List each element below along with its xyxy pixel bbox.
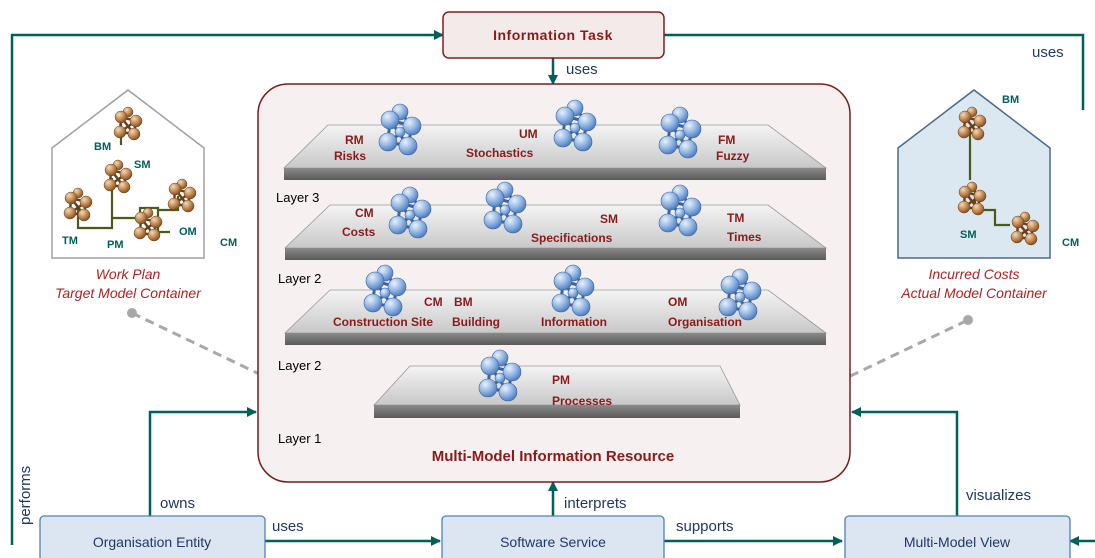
layer-label-2a: Layer 2 (278, 271, 321, 286)
model-labels: RM Risks UM Stochastics FM Fuzzy CM Cost… (333, 127, 762, 408)
label-uses-bottom: uses (272, 518, 304, 535)
left-house-bm: BM (94, 141, 111, 153)
target-model-container[interactable]: BM SM TM PM OM CM Work Plan Target Model… (51, 89, 237, 301)
label-owns: owns (160, 495, 195, 512)
bm-name: Building (452, 315, 500, 329)
information-task-box[interactable]: Information Task (442, 11, 665, 59)
layer-labels: Layer 3 Layer 2 Layer 2 Layer 1 (276, 190, 321, 446)
left-caption-1: Work Plan (96, 266, 161, 282)
left-house-tm: TM (62, 235, 78, 247)
slab-layer-bottom (373, 365, 741, 418)
cm2-abbr: CM (424, 295, 443, 309)
um-name: Stochastics (466, 146, 534, 160)
layer-label-1: Layer 1 (278, 431, 321, 446)
connectors (10, 30, 1095, 546)
label-visualizes: visualizes (966, 487, 1031, 504)
information-task-label: Information Task (493, 27, 613, 43)
right-caption-1: Incurred Costs (928, 266, 1019, 282)
left-caption-2: Target Model Container (55, 285, 202, 301)
label-performs: performs (17, 466, 34, 525)
edge-uses-right (664, 33, 1085, 110)
left-house-pm: PM (107, 239, 124, 251)
fm-abbr: FM (718, 133, 735, 147)
layer-label-3: Layer 3 (276, 190, 319, 205)
left-house-cm: CM (220, 237, 237, 249)
sm-name: Specifications (531, 231, 613, 245)
right-house-bm: BM (1002, 94, 1019, 106)
tm-name: Times (727, 230, 762, 244)
tm-abbr: TM (727, 211, 744, 225)
label-interprets: interprets (564, 495, 627, 512)
om-name: Organisation (668, 315, 742, 329)
slab-layer-third (284, 289, 828, 345)
om-abbr: OM (668, 295, 687, 309)
fm-name: Fuzzy (716, 149, 750, 163)
right-caption-2: Actual Model Container (900, 285, 1048, 301)
right-house-cm: CM (1062, 237, 1079, 249)
left-house-sm: SM (134, 159, 151, 171)
label-supports: supports (676, 518, 734, 535)
software-service-box[interactable]: Software Service (441, 515, 665, 558)
label-uses-task: uses (566, 61, 598, 78)
pm-name: Processes (552, 394, 612, 408)
um-abbr: UM (519, 127, 538, 141)
edge-label-group: uses uses performs owns uses interprets … (17, 44, 1064, 535)
actual-model-container[interactable]: BM SM CM Incurred Costs Actual Model Con… (897, 89, 1079, 301)
edge-performs (10, 30, 444, 545)
sm-abbr: SM (600, 212, 618, 226)
layer-label-2b: Layer 2 (278, 358, 321, 373)
bm-abbr: BM (454, 295, 473, 309)
organisation-entity-label: Organisation Entity (93, 534, 211, 550)
multi-model-view-label: Multi-Model View (904, 534, 1011, 550)
label-uses-right: uses (1032, 44, 1064, 61)
resource-title: Multi-Model Information Resource (432, 448, 675, 465)
cm-abbr: CM (355, 206, 374, 220)
edge-visualizes (851, 407, 959, 516)
rm-abbr: RM (345, 133, 364, 147)
edge-owns (148, 407, 257, 516)
rm-name: Risks (334, 149, 366, 163)
cm2-name: Construction Site (333, 315, 433, 329)
multi-model-view-box[interactable]: Multi-Model View (844, 515, 1071, 558)
left-house-om: OM (179, 226, 197, 238)
software-service-label: Software Service (500, 534, 606, 550)
info-name: Information (541, 315, 607, 329)
pm-abbr: PM (552, 373, 570, 387)
right-house-sm: SM (960, 229, 977, 241)
cm-name: Costs (342, 225, 376, 239)
organisation-entity-box[interactable]: Organisation Entity (39, 515, 266, 558)
